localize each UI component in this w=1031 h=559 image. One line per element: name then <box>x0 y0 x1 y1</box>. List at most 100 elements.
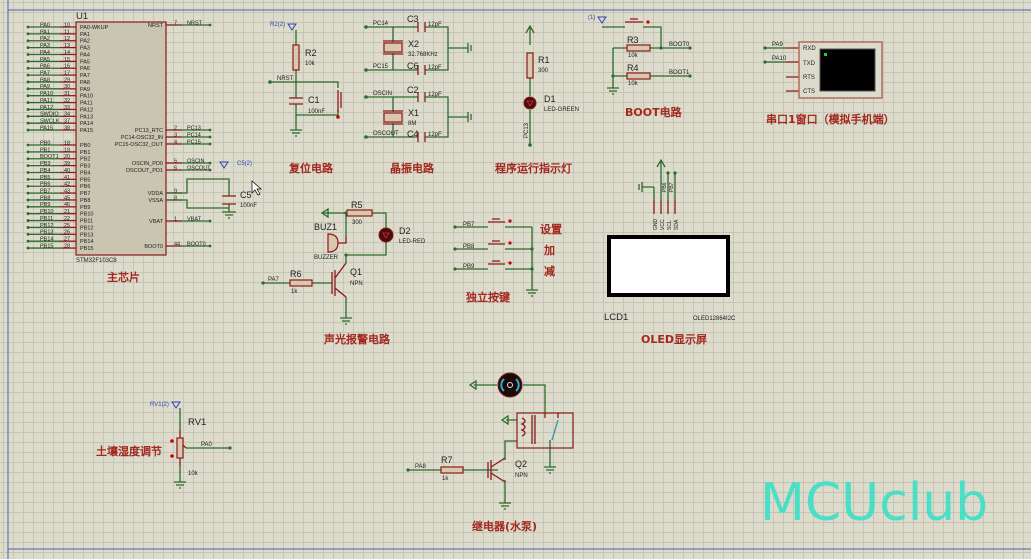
resistor-r5[interactable] <box>346 209 373 217</box>
mcu-pin-name: PA15 <box>80 128 93 134</box>
terminal-screen[interactable] <box>819 48 876 92</box>
pin-terminal[interactable] <box>208 128 212 132</box>
pin-terminal[interactable] <box>26 239 30 243</box>
buzzer-buz1[interactable] <box>327 233 339 253</box>
pin-terminal[interactable] <box>208 135 212 139</box>
mcu-pin-number: 11 <box>64 29 70 35</box>
pin-terminal[interactable] <box>208 23 212 27</box>
pushbutton-sub[interactable] <box>508 261 512 265</box>
pin-terminal[interactable] <box>26 177 30 181</box>
q1-ref: Q1 <box>350 267 362 277</box>
pin-terminal[interactable] <box>26 143 30 147</box>
pin-terminal[interactable] <box>26 171 30 174</box>
pin-terminal[interactable] <box>26 212 30 216</box>
voltage-probe-icon[interactable] <box>597 16 607 24</box>
mcu-pin-name: PB9 <box>80 205 90 211</box>
indicator-circuit[interactable]: R1 300 D1 LED-GREEN PC13 <box>523 24 579 147</box>
voltage-probe-icon[interactable] <box>287 23 297 31</box>
pushbutton-add[interactable] <box>508 241 512 245</box>
crystal-x1[interactable] <box>383 112 403 123</box>
pin-terminal[interactable] <box>26 87 30 91</box>
reset-circuit[interactable]: R2(2) R2 10k NRST C1 100nF <box>268 22 342 137</box>
keys-circuit[interactable]: PB7 PB8 PB9 设置 加 减 <box>453 218 562 297</box>
mcu-net-label: PB0 <box>40 140 50 146</box>
relay[interactable] <box>516 412 574 449</box>
voltage-probe-icon[interactable] <box>171 401 181 409</box>
pin-terminal[interactable] <box>26 101 30 104</box>
pushbutton-set[interactable] <box>508 219 512 223</box>
crystal-x2[interactable] <box>383 42 403 53</box>
r2-probe[interactable]: R2(2) <box>270 22 285 28</box>
pin-terminal[interactable] <box>26 59 30 63</box>
pin-terminal[interactable] <box>26 219 30 222</box>
mcu-pin-number: 12 <box>64 36 70 42</box>
c5-probe[interactable]: C5(2) <box>237 161 252 167</box>
led-d1[interactable] <box>523 96 537 110</box>
mcu-pin-name: PB5 <box>80 177 90 183</box>
resistor-r1[interactable] <box>526 52 534 79</box>
pin-terminal[interactable] <box>208 168 212 172</box>
pin-terminal[interactable] <box>26 226 30 229</box>
resistor-r4[interactable] <box>626 72 651 80</box>
pin-terminal[interactable] <box>26 94 30 98</box>
pushbutton-boot[interactable] <box>646 20 650 24</box>
pin-terminal[interactable] <box>26 46 30 50</box>
pin-terminal[interactable] <box>26 39 30 43</box>
pin-terminal[interactable] <box>26 108 30 111</box>
pin-terminal[interactable] <box>26 198 30 202</box>
resistor-r6[interactable] <box>289 279 313 287</box>
boot-probe[interactable]: (1) <box>588 15 595 21</box>
pushbutton-reset[interactable] <box>336 115 340 119</box>
buz1-value: BUZZER <box>314 255 339 261</box>
pin-terminal[interactable] <box>26 73 30 77</box>
mcu-pin-name: PB11 <box>80 219 93 225</box>
pin-terminal[interactable] <box>26 121 30 125</box>
capacitor-c5[interactable]: C5 100nF C5(2) <box>166 161 257 219</box>
relay-circuit[interactable]: PA8 R7 1k Q2 NPN <box>406 372 574 510</box>
rv1-probe[interactable]: RV1(2) <box>150 402 169 408</box>
c3-ref: C3 <box>407 14 419 24</box>
pin-terminal[interactable] <box>26 80 30 84</box>
pin-terminal[interactable] <box>26 128 30 132</box>
pin-terminal[interactable] <box>26 184 30 188</box>
led-d2[interactable] <box>378 227 394 243</box>
pin-terminal[interactable] <box>26 25 30 29</box>
pin-terminal[interactable] <box>26 66 30 70</box>
potentiometer-rv1[interactable] <box>176 437 184 459</box>
soil-circuit[interactable]: RV1(2) RV1 10k PA0 <box>150 401 232 489</box>
pin-terminal[interactable] <box>26 232 30 236</box>
pin-terminal[interactable] <box>26 150 30 154</box>
voltage-probe-icon[interactable] <box>219 161 229 169</box>
pin-terminal[interactable] <box>26 191 30 195</box>
pin-terminal[interactable] <box>26 114 30 118</box>
mcu-pin-number: 45 <box>64 195 70 201</box>
boot-circuit[interactable]: (1) R3 10k R4 10k BOOT0 BOOT1 <box>588 15 692 95</box>
pin-terminal[interactable] <box>26 246 30 250</box>
pin-terminal[interactable] <box>208 244 212 248</box>
pin-terminal[interactable] <box>208 161 212 165</box>
resistor-r7[interactable] <box>440 466 464 474</box>
resistor-r3[interactable] <box>626 44 651 52</box>
pin-terminal[interactable] <box>26 164 30 168</box>
mcu-pin-number: 28 <box>64 243 70 249</box>
pin-terminal[interactable] <box>26 157 30 161</box>
virtual-terminal[interactable]: PA9 PA10 RXD TXD RTS CTS <box>763 41 883 99</box>
c5-ref: C5 <box>240 190 252 200</box>
crystal-circuit[interactable]: PC14 PC15 OSCIN OSCOUT C3 C6 C2 C4 12pF … <box>364 14 472 142</box>
r5-ref: R5 <box>351 200 363 210</box>
caption-reset: 复位电路 <box>288 161 334 175</box>
x1-value: 8M <box>408 121 416 127</box>
oled-display[interactable]: PB6 PB7 GND VCC SCL SDA LCD1 OLED12864I2… <box>604 158 736 323</box>
pin-terminal[interactable] <box>208 219 212 223</box>
resistor-r2[interactable] <box>292 44 300 71</box>
mcu-pin-number: 9 <box>174 188 177 194</box>
oled-screen[interactable] <box>607 235 730 297</box>
pin-terminal[interactable] <box>26 53 30 56</box>
pin-terminal[interactable] <box>26 205 30 209</box>
mcu-net-label: PA7 <box>40 70 50 76</box>
pin-terminal[interactable] <box>26 32 30 36</box>
alarm-circuit[interactable]: R5 300 D2 LED-RED BUZ1 BUZZER Q1 NPN PA7… <box>261 200 426 325</box>
pin-terminal[interactable] <box>208 142 212 146</box>
